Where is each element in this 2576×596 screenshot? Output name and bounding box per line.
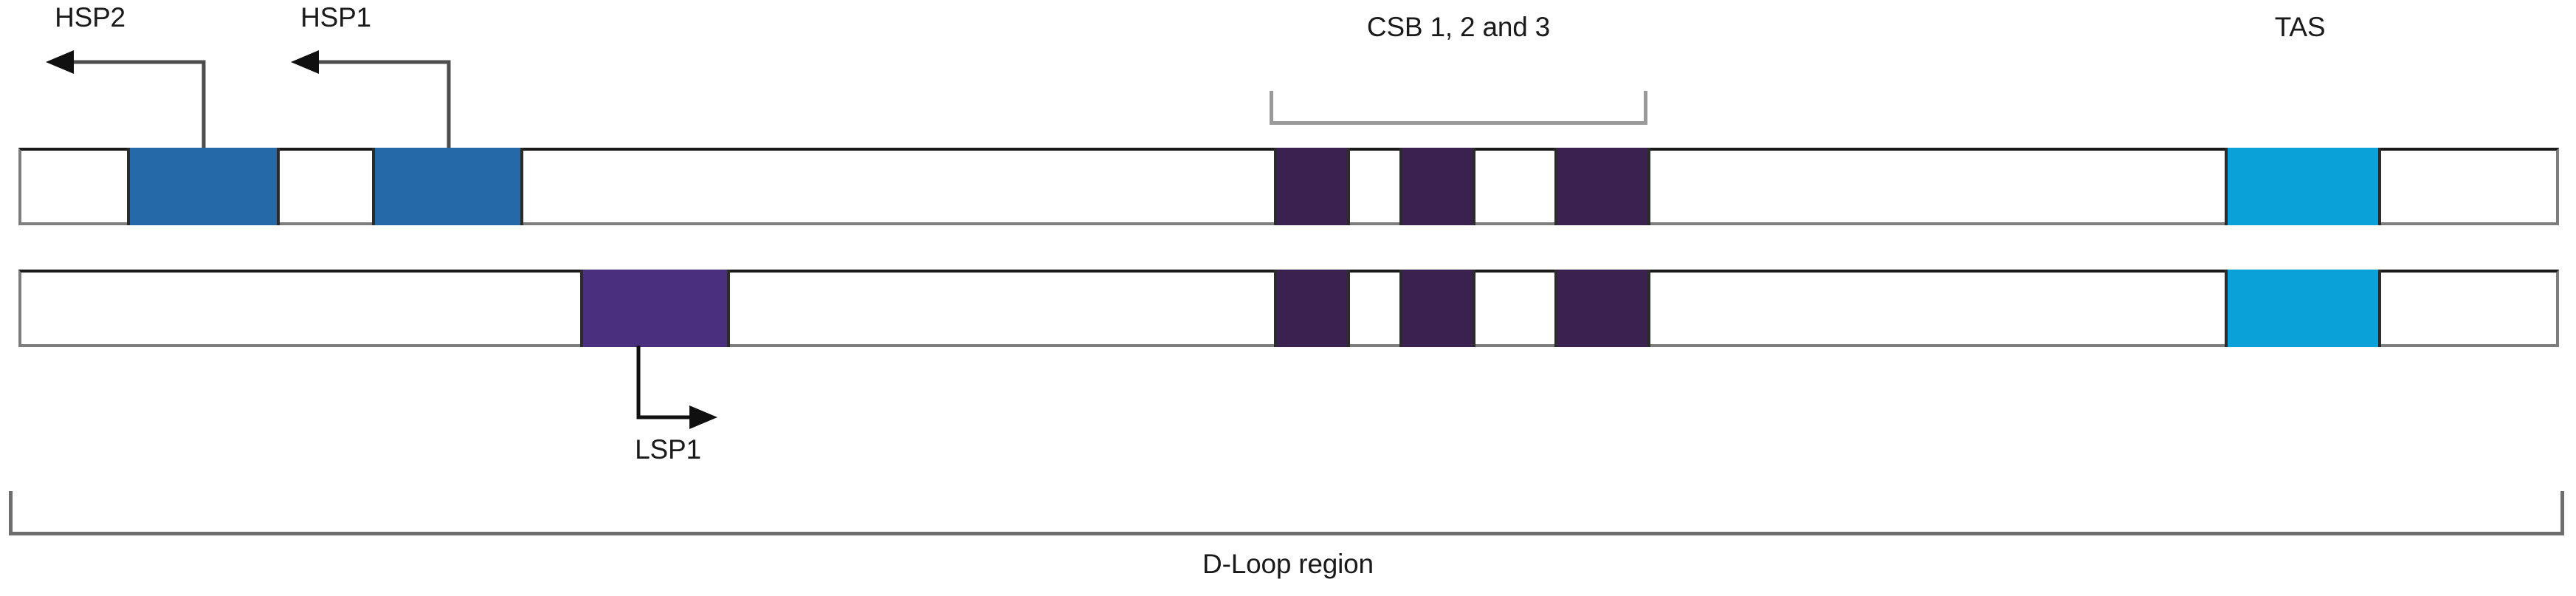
tas-box-bottom	[2225, 270, 2381, 347]
csb3-box-top	[1554, 148, 1650, 225]
tas-box	[2225, 148, 2381, 225]
csb-bracket	[1270, 91, 1647, 125]
lsp1-box	[580, 270, 730, 347]
hsp1-box	[372, 148, 523, 225]
light-strand-bar	[18, 270, 2559, 347]
csb3-box-bottom	[1554, 270, 1650, 347]
csb1-box-bottom	[1274, 270, 1350, 347]
csb1-box-top	[1274, 148, 1350, 225]
csb2-box-bottom	[1399, 270, 1475, 347]
lsp1-label: LSP1	[635, 434, 701, 465]
hsp2-box	[127, 148, 280, 225]
hsp1-callout-arrow	[285, 46, 455, 149]
hsp1-label: HSP1	[300, 2, 371, 32]
lsp1-callout-arrow	[635, 346, 753, 434]
csb2-box-top	[1399, 148, 1475, 225]
hsp2-label: HSP2	[55, 2, 125, 32]
dloop-bracket	[9, 491, 2564, 535]
dloop-region-label: D-Loop region	[1202, 549, 1374, 579]
heavy-strand-bar	[18, 148, 2559, 225]
csb-label: CSB 1, 2 and 3	[1366, 12, 1551, 42]
hsp2-callout-arrow	[40, 46, 210, 149]
tas-label: TAS	[2274, 12, 2326, 42]
